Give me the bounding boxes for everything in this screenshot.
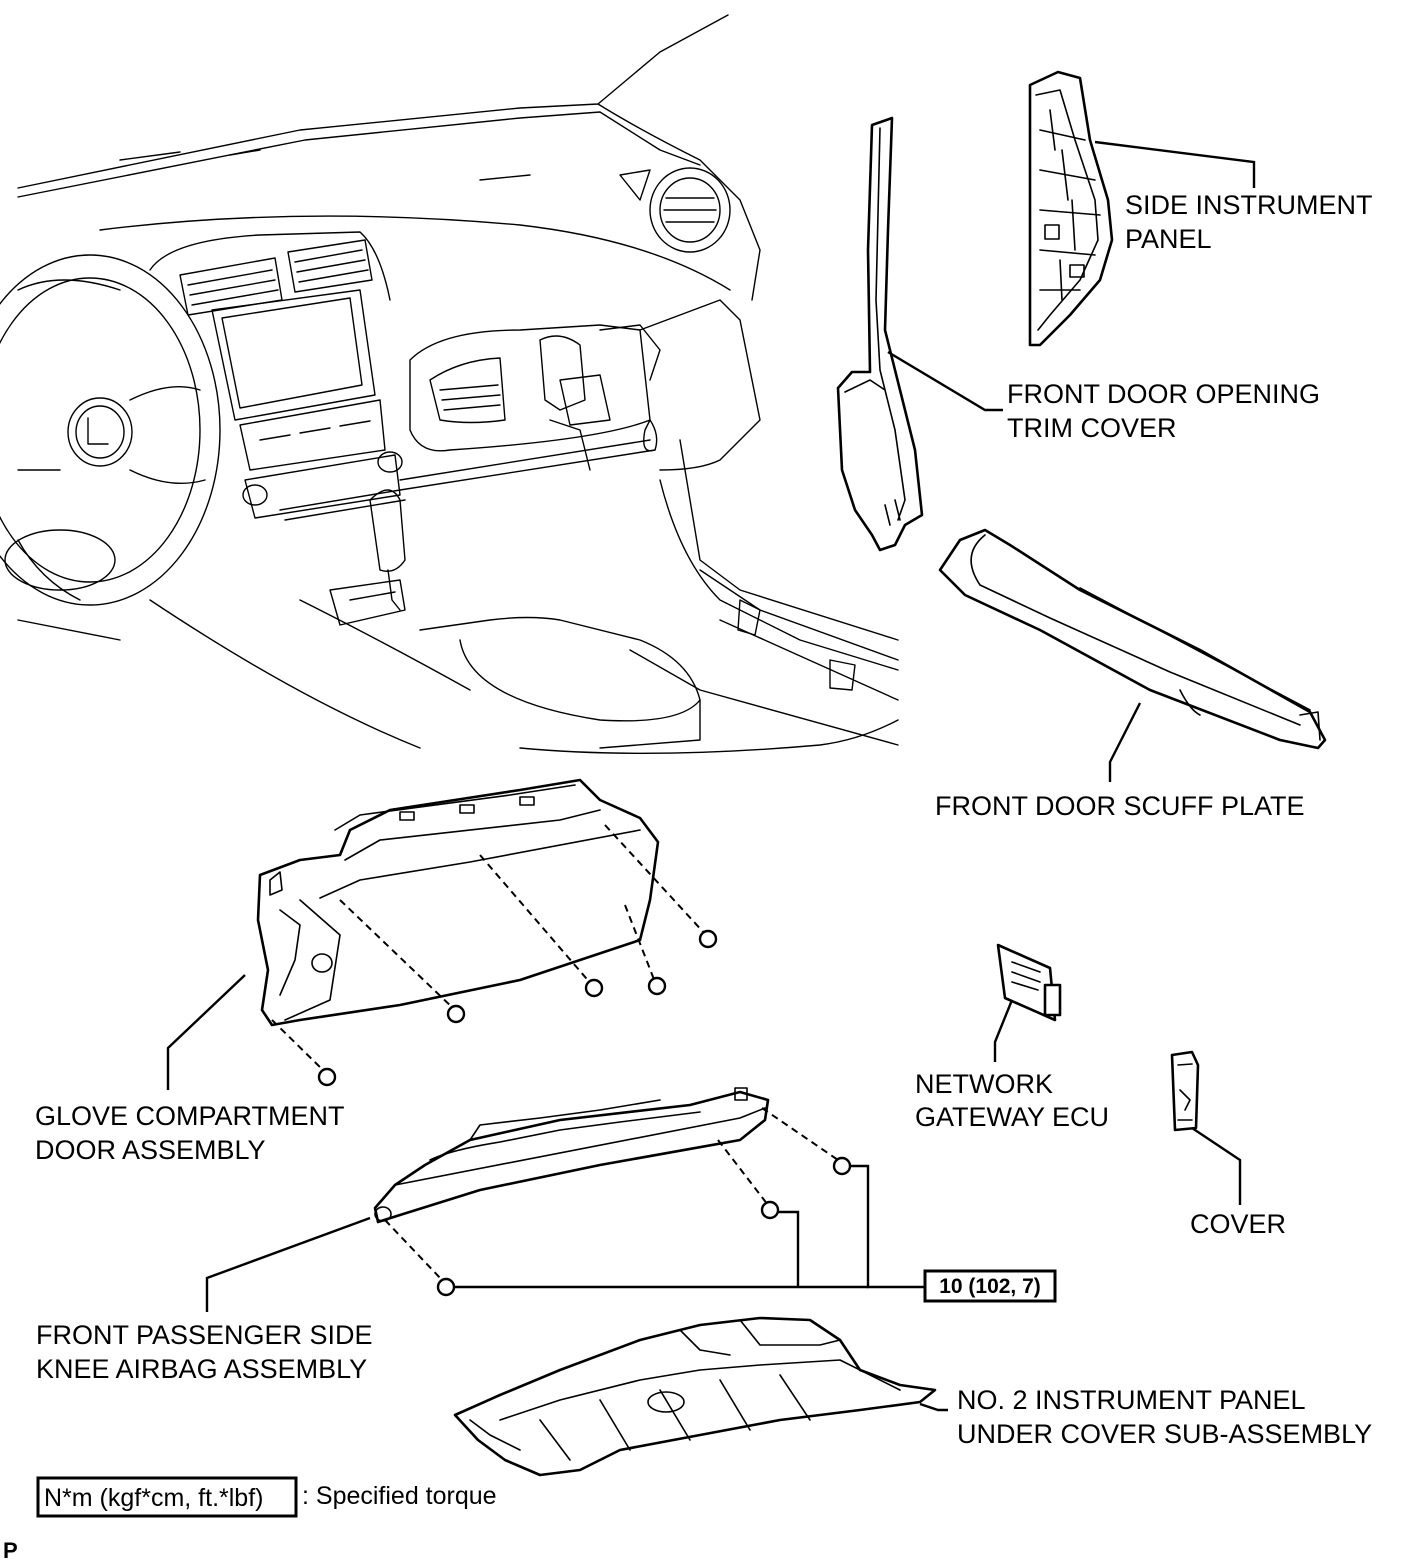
label-cover: COVER: [1190, 1209, 1286, 1239]
label-front-door-opening-trim-cover-line2: TRIM COVER: [1007, 413, 1177, 443]
callout-labels: SIDE INSTRUMENT PANEL FRONT DOOR OPENING…: [35, 190, 1373, 1449]
leader-under-cover: [919, 1402, 948, 1412]
leader-glove-compartment: [166, 974, 246, 1090]
label-knee-airbag-line2: KNEE AIRBAG ASSEMBLY: [36, 1354, 367, 1384]
front-door-scuff-plate-part: [938, 528, 1327, 750]
torque-spec-value: 10 (102, 7): [939, 1275, 1041, 1298]
knee-airbag-assembly-part: [373, 1087, 770, 1224]
label-knee-airbag-line1: FRONT PASSENGER SIDE: [36, 1320, 373, 1350]
corner-mark: P: [3, 1538, 18, 1562]
side-instrument-panel-part: [1028, 70, 1114, 347]
front-door-opening-trim-cover-part: [836, 116, 924, 552]
bolt-icon: [436, 1277, 456, 1297]
network-gateway-ecu-part: [996, 943, 1062, 1022]
bolt-icon: [698, 929, 718, 949]
leader-network-gateway-ecu: [993, 999, 1014, 1062]
label-glove-compartment-line2: DOOR ASSEMBLY: [35, 1135, 266, 1165]
cover-part: [1170, 1050, 1200, 1132]
label-glove-compartment-line1: GLOVE COMPARTMENT: [35, 1101, 345, 1131]
label-side-instrument-panel-line2: PANEL: [1125, 224, 1212, 254]
torque-legend: N*m (kgf*cm, ft.*lbf) : Specified torque: [36, 1476, 497, 1518]
bolt-icon: [317, 1067, 337, 1087]
bolt-icon: [584, 978, 604, 998]
legend-units: N*m (kgf*cm, ft.*lbf): [44, 1484, 263, 1512]
bolt-icon: [832, 1156, 852, 1176]
no2-instrument-panel-under-cover-part: [453, 1316, 937, 1477]
leader-front-door-scuff-plate: [1108, 702, 1142, 782]
torque-spec-box: 10 (102, 7): [923, 1269, 1057, 1303]
bolt-icon: [446, 1004, 466, 1024]
label-under-cover-line2: UNDER COVER SUB-ASSEMBLY: [957, 1419, 1372, 1449]
label-front-door-scuff-plate: FRONT DOOR SCUFF PLATE: [935, 791, 1305, 821]
leader-cover: [1191, 1127, 1242, 1205]
glove-compartment-door-assembly-part: [256, 778, 660, 1027]
leader-knee-airbag: [205, 1216, 371, 1312]
leader-side-instrument-panel: [1094, 140, 1256, 188]
legend-description: : Specified torque: [302, 1482, 497, 1510]
bolt-icon: [647, 976, 667, 996]
leader-front-door-opening-trim-cover: [887, 350, 1003, 412]
label-side-instrument-panel-line1: SIDE INSTRUMENT: [1125, 190, 1373, 220]
glove-compartment-bolts: [271, 824, 718, 1087]
dashboard-interior-drawing: [0, 14, 899, 755]
label-network-gateway-ecu-line1: NETWORK: [915, 1069, 1053, 1099]
label-front-door-opening-trim-cover-line1: FRONT DOOR OPENING: [1007, 379, 1320, 409]
label-network-gateway-ecu-line2: GATEWAY ECU: [915, 1102, 1109, 1132]
bolt-icon: [760, 1200, 780, 1220]
knee-airbag-bolts: [384, 1107, 925, 1297]
label-under-cover-line1: NO. 2 INSTRUMENT PANEL: [957, 1385, 1306, 1415]
